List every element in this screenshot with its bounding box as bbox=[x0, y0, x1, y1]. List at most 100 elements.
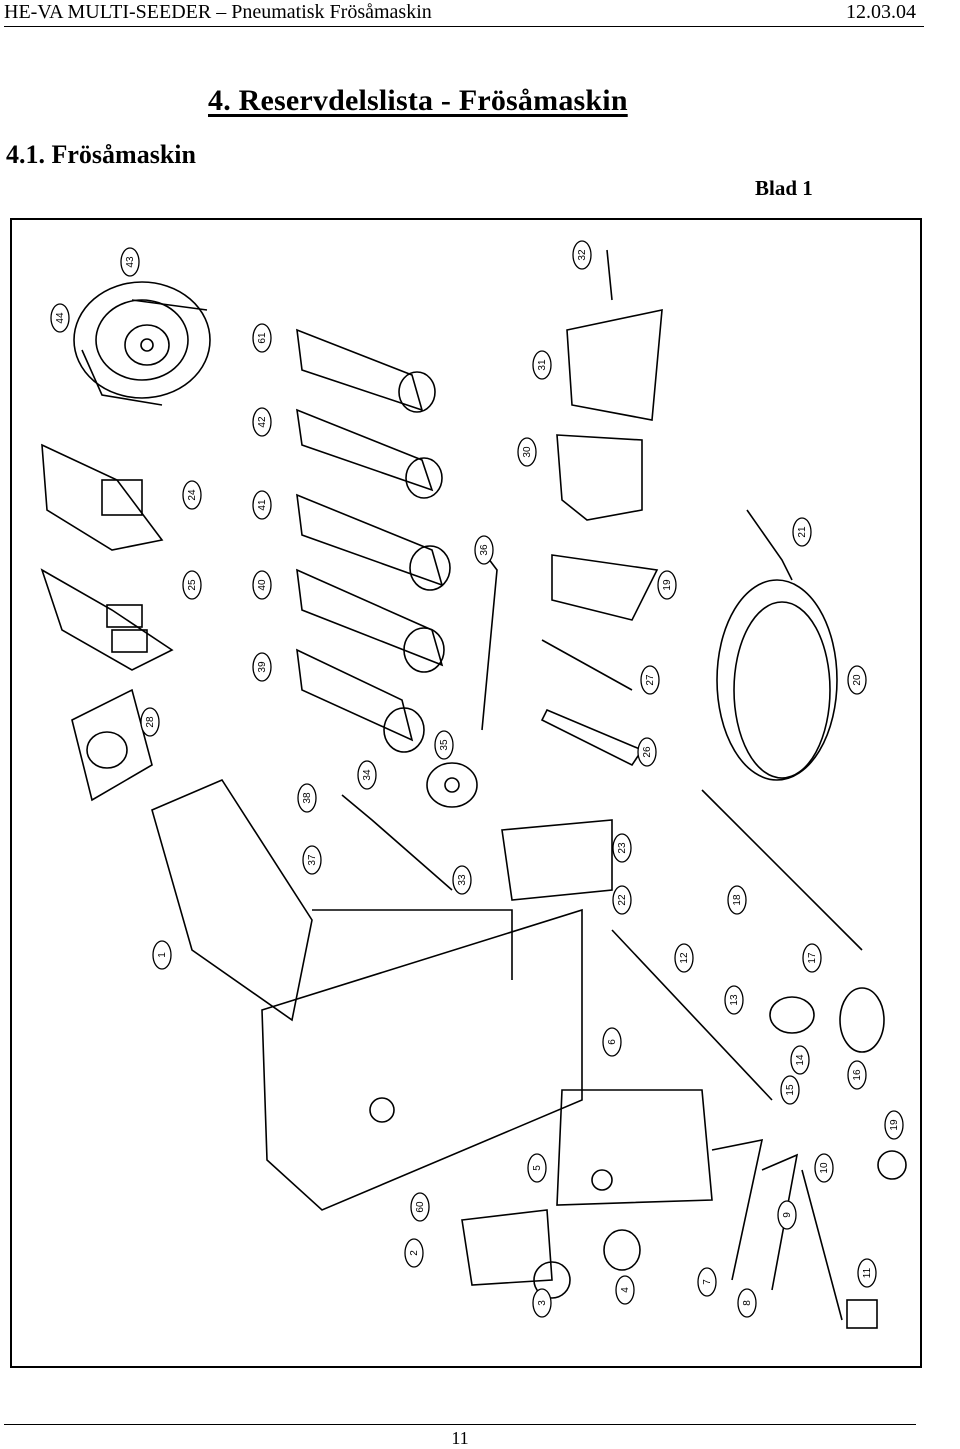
callout-number: 33 bbox=[457, 874, 468, 886]
callout-41: 41 bbox=[252, 490, 272, 520]
callout-number: 16 bbox=[852, 1069, 863, 1081]
callout-2: 2 bbox=[404, 1238, 424, 1268]
callout-9: 9 bbox=[777, 1200, 797, 1230]
callout-number: 20 bbox=[852, 674, 863, 686]
callout-number: 19 bbox=[889, 1119, 900, 1131]
section-title: 4. Reservdelslista - Frösåmaskin bbox=[208, 84, 628, 117]
callout-number: 13 bbox=[729, 994, 740, 1006]
callout-36: 36 bbox=[474, 535, 494, 565]
bottom-parts-drawing bbox=[461, 1138, 907, 1329]
callout-31: 31 bbox=[532, 350, 552, 380]
fan-blower-drawing bbox=[73, 281, 211, 406]
footer-rule bbox=[4, 1424, 916, 1425]
callout-32: 32 bbox=[572, 240, 592, 270]
callout-number: 43 bbox=[125, 256, 136, 268]
callout-19: 19 bbox=[884, 1110, 904, 1140]
callout-number: 5 bbox=[532, 1165, 543, 1171]
callout-22: 22 bbox=[612, 885, 632, 915]
callout-6: 6 bbox=[602, 1027, 622, 1057]
callout-number: 21 bbox=[797, 526, 808, 538]
callout-number: 38 bbox=[302, 792, 313, 804]
callout-number: 11 bbox=[862, 1267, 873, 1278]
callout-35: 35 bbox=[434, 730, 454, 760]
callout-number: 28 bbox=[145, 716, 156, 728]
callout-number: 35 bbox=[439, 739, 450, 751]
callout-37: 37 bbox=[302, 845, 322, 875]
callout-13: 13 bbox=[724, 985, 744, 1015]
callout-number: 22 bbox=[617, 894, 628, 906]
callout-38: 38 bbox=[297, 783, 317, 813]
dosing-rollers-drawing bbox=[296, 328, 451, 753]
callout-39: 39 bbox=[252, 652, 272, 682]
callout-number: 30 bbox=[522, 446, 533, 458]
callout-number: 2 bbox=[409, 1250, 420, 1256]
callout-21: 21 bbox=[792, 517, 812, 547]
callout-number: 36 bbox=[479, 544, 490, 556]
callout-number: 26 bbox=[642, 746, 653, 758]
callout-number: 24 bbox=[187, 489, 198, 501]
callout-number: 23 bbox=[617, 842, 628, 854]
callout-number: 6 bbox=[607, 1039, 618, 1045]
callout-number: 32 bbox=[577, 249, 588, 261]
callout-24: 24 bbox=[182, 480, 202, 510]
callout-number: 15 bbox=[785, 1084, 796, 1096]
callout-25: 25 bbox=[182, 570, 202, 600]
callout-4: 4 bbox=[615, 1275, 635, 1305]
callout-number: 61 bbox=[257, 332, 268, 344]
callout-number: 10 bbox=[819, 1162, 830, 1174]
callout-7: 7 bbox=[697, 1267, 717, 1297]
callout-34: 34 bbox=[357, 760, 377, 790]
mounting-plates-drawing bbox=[40, 443, 174, 802]
callout-20: 20 bbox=[847, 665, 867, 695]
callout-number: 42 bbox=[257, 416, 268, 428]
callout-number: 39 bbox=[257, 661, 268, 673]
callout-number: 60 bbox=[415, 1201, 426, 1213]
callout-1: 1 bbox=[152, 940, 172, 970]
callout-number: 37 bbox=[307, 854, 318, 866]
callout-15: 15 bbox=[780, 1075, 800, 1105]
callout-44: 44 bbox=[50, 303, 70, 333]
callout-8: 8 bbox=[737, 1288, 757, 1318]
callout-26: 26 bbox=[637, 737, 657, 767]
callout-18: 18 bbox=[727, 885, 747, 915]
callout-5: 5 bbox=[527, 1153, 547, 1183]
callout-10: 10 bbox=[814, 1153, 834, 1183]
callout-number: 25 bbox=[187, 579, 198, 591]
callout-number: 1 bbox=[157, 952, 168, 958]
page-header: HE-VA MULTI-SEEDER – Pneumatisk Frösåmas… bbox=[4, 0, 924, 27]
callout-11: 11 bbox=[857, 1258, 877, 1288]
header-rule bbox=[4, 26, 924, 27]
frame-drawing bbox=[151, 778, 713, 1211]
callout-12: 12 bbox=[674, 943, 694, 973]
sheet-label: Blad 1 bbox=[755, 176, 813, 200]
callout-40: 40 bbox=[252, 570, 272, 600]
callout-30: 30 bbox=[517, 437, 537, 467]
callout-16: 16 bbox=[847, 1060, 867, 1090]
middle-parts-drawing bbox=[341, 762, 885, 1101]
callout-number: 19 bbox=[662, 579, 673, 591]
callout-number: 7 bbox=[702, 1279, 713, 1285]
callout-61: 61 bbox=[252, 323, 272, 353]
document-title: HE-VA MULTI-SEEDER – Pneumatisk Frösåmas… bbox=[4, 1, 432, 23]
subsection-title: 4.1. Frösåmaskin bbox=[6, 140, 196, 169]
callout-number: 27 bbox=[645, 674, 656, 686]
callout-number: 14 bbox=[795, 1054, 806, 1066]
callout-60: 60 bbox=[410, 1192, 430, 1222]
callout-27: 27 bbox=[640, 665, 660, 695]
callout-28: 28 bbox=[140, 707, 160, 737]
callout-number: 17 bbox=[807, 952, 818, 964]
callout-number: 40 bbox=[257, 579, 268, 591]
callout-number: 31 bbox=[537, 359, 548, 371]
callout-number: 12 bbox=[679, 952, 690, 964]
callout-33: 33 bbox=[452, 865, 472, 895]
callout-19: 19 bbox=[657, 570, 677, 600]
callout-number: 8 bbox=[742, 1300, 753, 1306]
callout-number: 44 bbox=[55, 312, 66, 324]
callout-number: 3 bbox=[537, 1300, 548, 1306]
callout-number: 4 bbox=[620, 1287, 631, 1293]
page-number: 11 bbox=[451, 1428, 469, 1448]
callout-42: 42 bbox=[252, 407, 272, 437]
callout-23: 23 bbox=[612, 833, 632, 863]
